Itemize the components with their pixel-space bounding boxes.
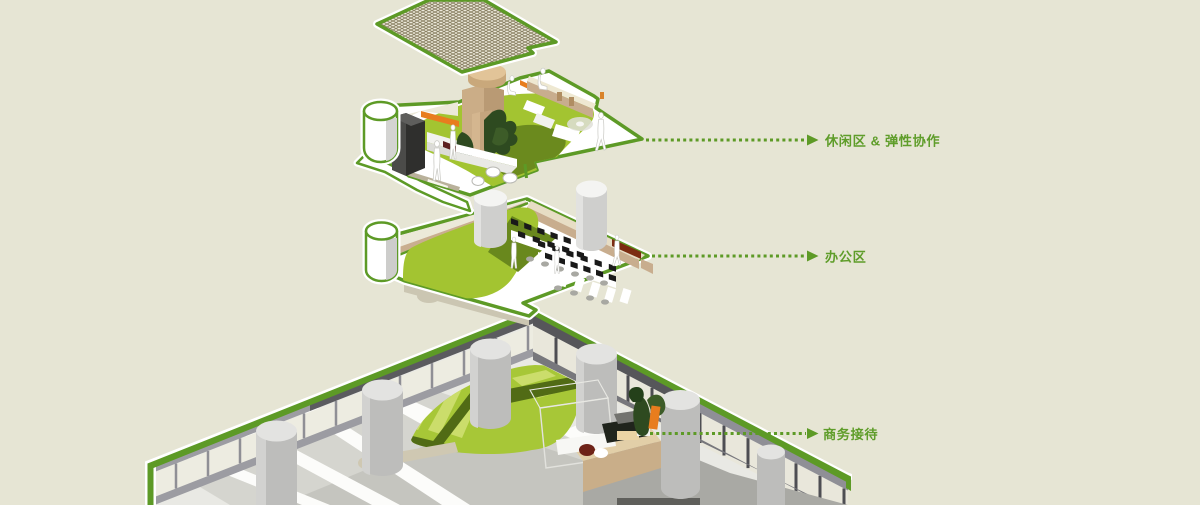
svg-text:办公区: 办公区: [825, 249, 866, 265]
svg-text:商务接待: 商务接待: [823, 426, 878, 442]
svg-text:休闲区 & 弹性协作: 休闲区 & 弹性协作: [824, 133, 940, 149]
